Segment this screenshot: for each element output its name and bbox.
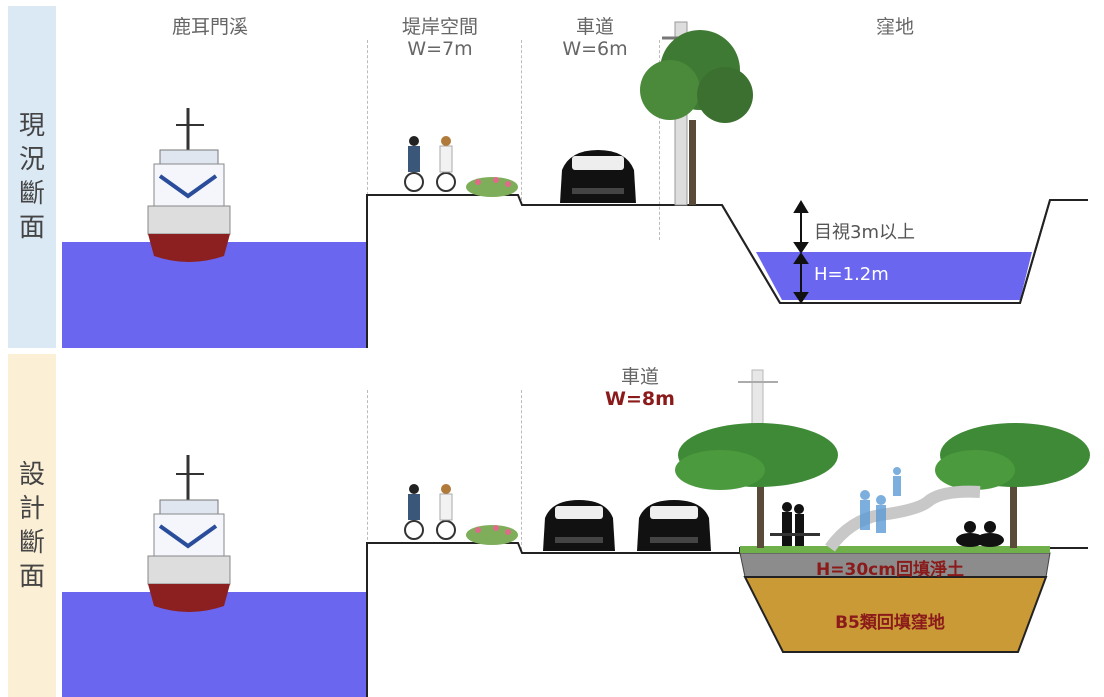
section-char: 現 — [18, 111, 45, 141]
label-visual-height: 目視3m以上 — [814, 222, 915, 243]
car-illustration — [543, 500, 615, 551]
cyclists-illustration — [404, 484, 456, 540]
utility-pole — [738, 369, 778, 431]
label-embankment: 堤岸空間 — [401, 16, 478, 38]
label-water-depth: H=1.2m — [814, 264, 889, 285]
label-soil-layer: H=30cm回填淨土 — [816, 560, 964, 580]
grass-strip — [740, 546, 1050, 553]
tree-illustration — [675, 423, 838, 548]
label-embankment-width: W=7m — [407, 38, 473, 60]
column-divider — [659, 40, 660, 240]
label-depression: 窪地 — [875, 16, 914, 38]
column-divider — [521, 390, 522, 550]
tree-illustration — [935, 423, 1090, 548]
shrubs-illustration — [466, 525, 518, 545]
label-road: 車道 — [620, 366, 659, 388]
creek-water-design — [62, 592, 367, 697]
people-illustration — [770, 467, 1004, 547]
label-road: 車道 — [575, 16, 614, 38]
section-char: 斷 — [18, 179, 45, 209]
section-char: 設 — [18, 459, 45, 490]
section-label-current: 現 況 斷 面 — [8, 6, 56, 348]
height-arrow — [793, 200, 809, 304]
section-char: 面 — [18, 213, 45, 243]
shrubs-illustration — [466, 177, 518, 197]
car-illustration — [637, 500, 711, 551]
section-char: 況 — [18, 145, 45, 175]
label-road-width: W=6m — [562, 38, 628, 60]
column-divider — [367, 390, 368, 545]
creek-water-current — [62, 242, 367, 348]
fill-layer — [743, 576, 1048, 653]
tree-illustration — [640, 30, 753, 205]
ship-illustration — [147, 108, 231, 262]
section-label-design: 設 計 斷 面 — [8, 354, 56, 697]
cyclists-illustration — [404, 136, 456, 192]
car-illustration — [560, 150, 636, 203]
ship-illustration — [147, 455, 231, 612]
column-divider — [521, 40, 522, 200]
label-creek: 鹿耳門溪 — [171, 16, 248, 38]
section-char: 斷 — [18, 527, 45, 558]
depression-water — [756, 252, 1032, 300]
label-road-width: W=8m — [605, 388, 675, 410]
section-char: 計 — [18, 493, 45, 524]
label-fill-layer: B5類回填窪地 — [835, 613, 945, 633]
column-divider — [367, 40, 368, 200]
park-path — [825, 485, 981, 552]
section-char: 面 — [18, 561, 45, 592]
